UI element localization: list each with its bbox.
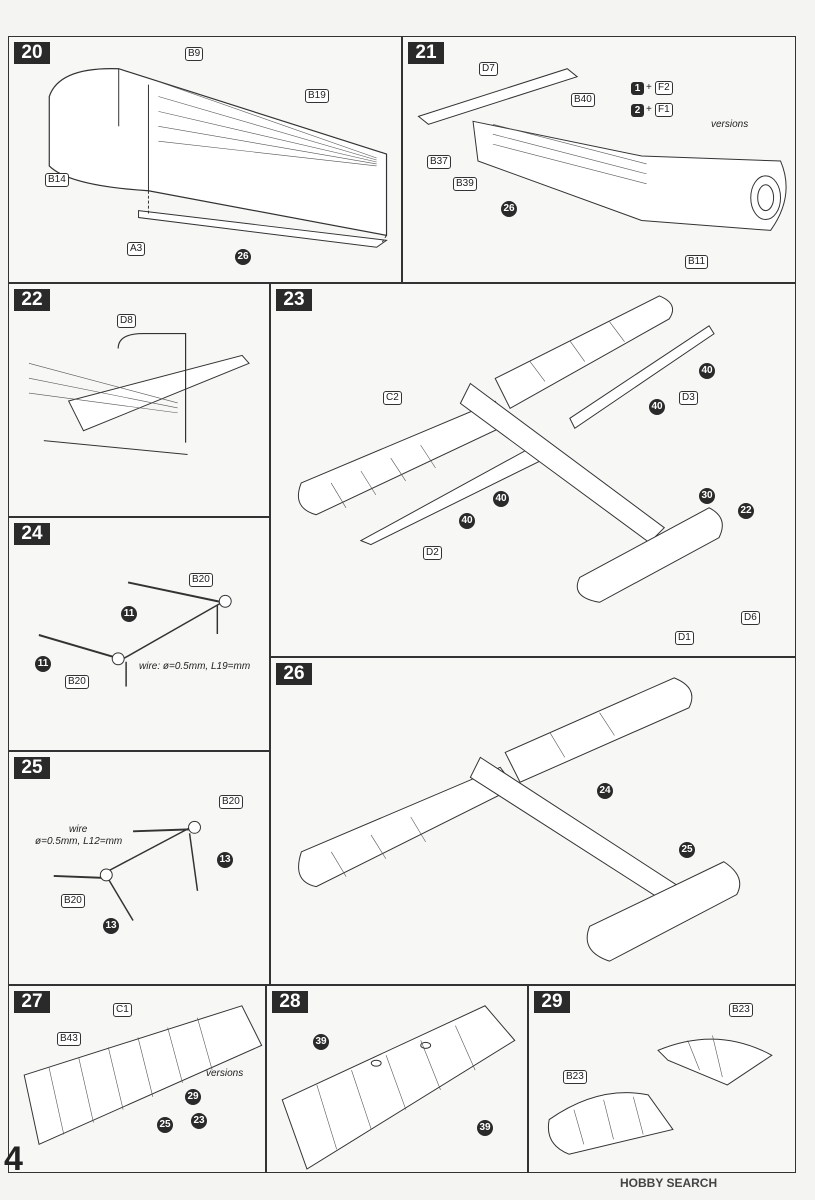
step-21-panel: 21 D7 1 + F2 2 + F1 versions B40 B37 B39… — [402, 36, 796, 283]
part-c2-label: C2 — [383, 391, 402, 405]
step-23-panel: 23 C2 40 D3 40 40 40 D2 30 22 D6 D1 — [270, 283, 796, 657]
step-number: 20 — [14, 42, 50, 64]
version-1-marker: 1 — [631, 82, 644, 95]
part-b19-label: B19 — [305, 89, 329, 103]
axle-assembly-drawing — [53, 820, 201, 921]
part-b43-label: B43 — [57, 1032, 81, 1046]
wire-note: wire — [69, 824, 88, 835]
versions-note: versions — [206, 1068, 244, 1079]
part-40-marker: 40 — [699, 363, 715, 379]
step-number: 25 — [14, 757, 50, 779]
part-d1-label: D1 — [675, 631, 694, 645]
wire-spec-note: ø=0.5mm, L12=mm — [35, 836, 123, 847]
part-b20-label: B20 — [219, 795, 243, 809]
step-22-panel: 22 D8 — [8, 283, 270, 517]
wingtip-parts-drawing — [547, 1035, 773, 1155]
fuselage-wing-drawing — [417, 68, 787, 231]
step-number: 21 — [408, 42, 444, 64]
part-f2-label: F2 — [655, 81, 673, 95]
step-29-panel: 29 B23 B23 — [528, 985, 796, 1173]
part-b20-label: B20 — [189, 573, 213, 587]
part-b40-label: B40 — [571, 93, 595, 107]
part-11-marker: 11 — [35, 656, 51, 672]
part-26-marker: 26 — [501, 201, 517, 217]
part-b39-label: B39 — [453, 177, 477, 191]
part-39-marker: 39 — [313, 1034, 329, 1050]
part-a3-label: A3 — [127, 242, 146, 256]
part-26-marker: 26 — [235, 249, 251, 265]
step-28-panel: 28 39 39 — [266, 985, 528, 1173]
part-25-marker: 25 — [157, 1117, 173, 1133]
part-b9-label: B9 — [185, 47, 204, 61]
wing-underside-drawing — [281, 1005, 516, 1170]
step-number: 28 — [272, 991, 308, 1013]
versions-note: versions — [711, 119, 749, 130]
wing-detail-drawing — [23, 1005, 263, 1145]
part-13-marker: 13 — [217, 852, 233, 868]
part-40-marker: 40 — [459, 513, 475, 529]
step-24-panel: 24 B20 11 11 B20 wire: ø=0.5mm, L19=mm — [8, 517, 270, 751]
plus-sign: + — [646, 104, 652, 115]
part-40-marker: 40 — [493, 491, 509, 507]
step-number: 22 — [14, 289, 50, 311]
part-30-marker: 30 — [699, 488, 715, 504]
part-d2-label: D2 — [423, 546, 442, 560]
biplane-landing-gear-drawing — [298, 677, 741, 962]
part-d6-label: D6 — [741, 611, 760, 625]
part-f1-label: F1 — [655, 103, 673, 117]
step-number: 23 — [276, 289, 312, 311]
step-number: 24 — [14, 523, 50, 545]
strut-assembly-drawing — [38, 581, 232, 687]
step-number: 29 — [534, 991, 570, 1013]
part-29-marker: 29 — [185, 1089, 201, 1105]
step-26-panel: 26 24 25 — [270, 657, 796, 985]
version-2-marker: 2 — [631, 104, 644, 117]
part-23-marker: 23 — [191, 1113, 207, 1129]
part-d3-label: D3 — [679, 391, 698, 405]
part-25-marker: 25 — [679, 842, 695, 858]
part-b23-label: B23 — [563, 1070, 587, 1084]
part-22-marker: 22 — [738, 503, 754, 519]
page-number: 4 — [4, 1140, 23, 1178]
step-25-panel: 25 B20 wire ø=0.5mm, L12=mm 13 B20 13 — [8, 751, 270, 985]
part-13-marker: 13 — [103, 918, 119, 934]
part-d7-label: D7 — [479, 62, 498, 76]
step-number: 27 — [14, 991, 50, 1013]
part-b37-label: B37 — [427, 155, 451, 169]
part-24-marker: 24 — [597, 783, 613, 799]
part-c1-label: C1 — [113, 1003, 132, 1017]
part-b23-label: B23 — [729, 1003, 753, 1017]
biplane-assembly-drawing — [297, 295, 723, 603]
part-d8-label: D8 — [117, 314, 136, 328]
tail-drawing — [28, 332, 250, 456]
part-b20-label: B20 — [61, 894, 85, 908]
wire-spec-note: wire: ø=0.5mm, L19=mm — [139, 661, 251, 672]
part-b20-label: B20 — [65, 675, 89, 689]
plus-sign: + — [646, 82, 652, 93]
fuselage-drawing — [48, 68, 388, 248]
part-b11-label: B11 — [685, 255, 709, 269]
step-number: 26 — [276, 663, 312, 685]
step-27-panel: 27 C1 B43 versions 29 25 23 — [8, 985, 266, 1173]
step-20-panel: 20 B9 B19 B14 A3 26 — [8, 36, 402, 283]
part-11-marker: 11 — [121, 606, 137, 622]
part-b14-label: B14 — [45, 173, 69, 187]
watermark: HOBBY SEARCH — [620, 1176, 718, 1190]
part-39-marker: 39 — [477, 1120, 493, 1136]
part-40-marker: 40 — [649, 399, 665, 415]
